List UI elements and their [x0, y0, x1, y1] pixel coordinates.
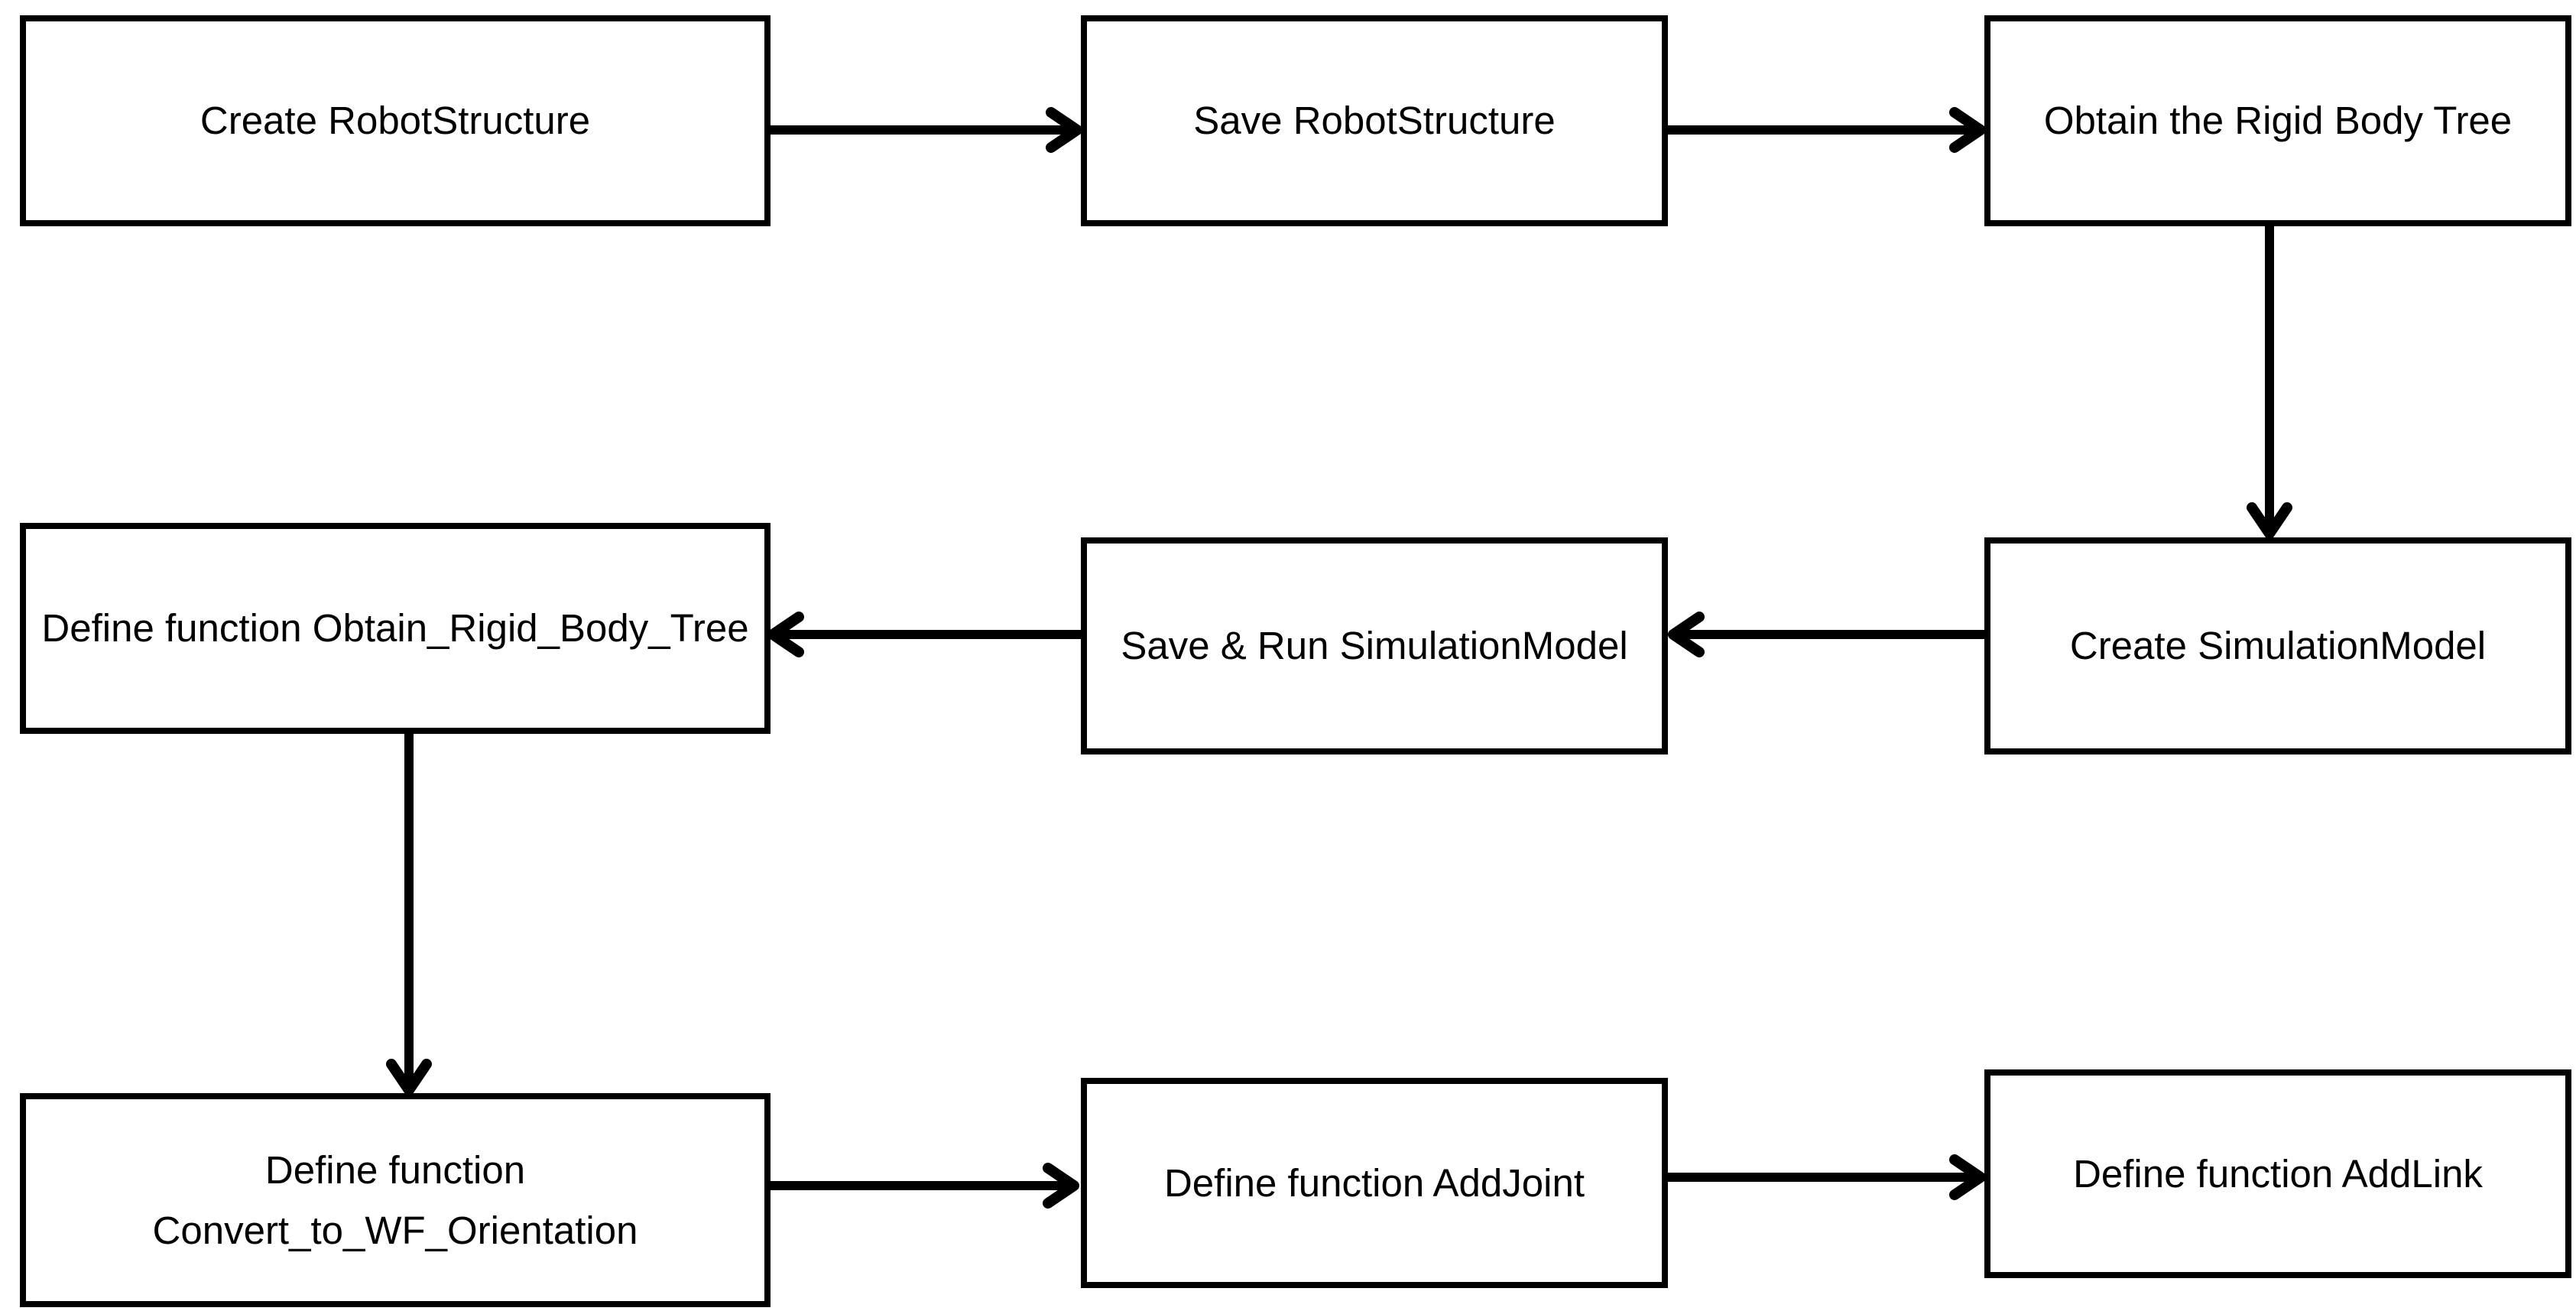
arrow-head-right-icon	[1949, 107, 1986, 153]
node-label: Obtain the Rigid Body Tree	[2043, 99, 2513, 143]
node-label: Define function Convert_to_WF_Orientatio…	[152, 1147, 638, 1252]
node-label: Define function AddLink	[2073, 1151, 2483, 1196]
arrow-define-function-addjoint-to-define-function-addlink	[1668, 1154, 1986, 1200]
arrow-head-down-icon	[386, 1059, 432, 1095]
node-label: Create SimulationModel	[2069, 624, 2487, 668]
node-obtain-rigid-body-tree: Obtain the Rigid Body Tree	[1984, 15, 2571, 226]
arrow-save-run-simulationmodel-to-define-function-obtain-rigid-body-tree	[767, 612, 1081, 657]
node-define-function-addjoint: Define function AddJoint	[1081, 1078, 1668, 1288]
arrow-define-function-obtain-rigid-body-tree-to-define-function-convert-to-wf-orientation	[386, 731, 432, 1095]
arrow-head-left-icon	[767, 612, 804, 657]
arrow-define-function-convert-to-wf-orientation-to-define-function-addjoint	[771, 1163, 1079, 1209]
node-label: Create RobotStructure	[200, 99, 591, 143]
node-define-function-obtain-rigid-body-tree: Define function Obtain_Rigid_Body_Tree	[20, 523, 771, 734]
node-label: Define function AddJoint	[1163, 1160, 1585, 1205]
node-create-robotstructure: Create RobotStructure	[20, 15, 771, 226]
arrow-head-right-icon	[1046, 107, 1082, 153]
arrow-create-simulationmodel-to-save-run-simulationmodel	[1668, 612, 1984, 657]
node-label: Save & Run SimulationModel	[1121, 624, 1628, 668]
arrow-obtain-rigid-body-tree-to-create-simulationmodel	[2247, 223, 2292, 539]
arrow-create-robotstructure-to-save-robotstructure	[771, 107, 1082, 153]
node-label: Save RobotStructure	[1193, 99, 1556, 143]
node-define-function-addlink: Define function AddLink	[1984, 1069, 2571, 1278]
node-save-robotstructure: Save RobotStructure	[1081, 15, 1668, 226]
arrow-save-robotstructure-to-obtain-rigid-body-tree	[1668, 107, 1986, 153]
arrow-head-right-icon	[1043, 1163, 1079, 1209]
node-label: Define function Obtain_Rigid_Body_Tree	[41, 606, 749, 651]
node-define-function-convert-to-wf-orientation: Define function Convert_to_WF_Orientatio…	[20, 1093, 771, 1307]
arrow-head-right-icon	[1949, 1154, 1986, 1200]
arrow-head-left-icon	[1668, 612, 1705, 657]
arrow-head-down-icon	[2247, 502, 2292, 539]
node-create-simulationmodel: Create SimulationModel	[1984, 537, 2571, 754]
node-save-run-simulationmodel: Save & Run SimulationModel	[1081, 537, 1668, 754]
